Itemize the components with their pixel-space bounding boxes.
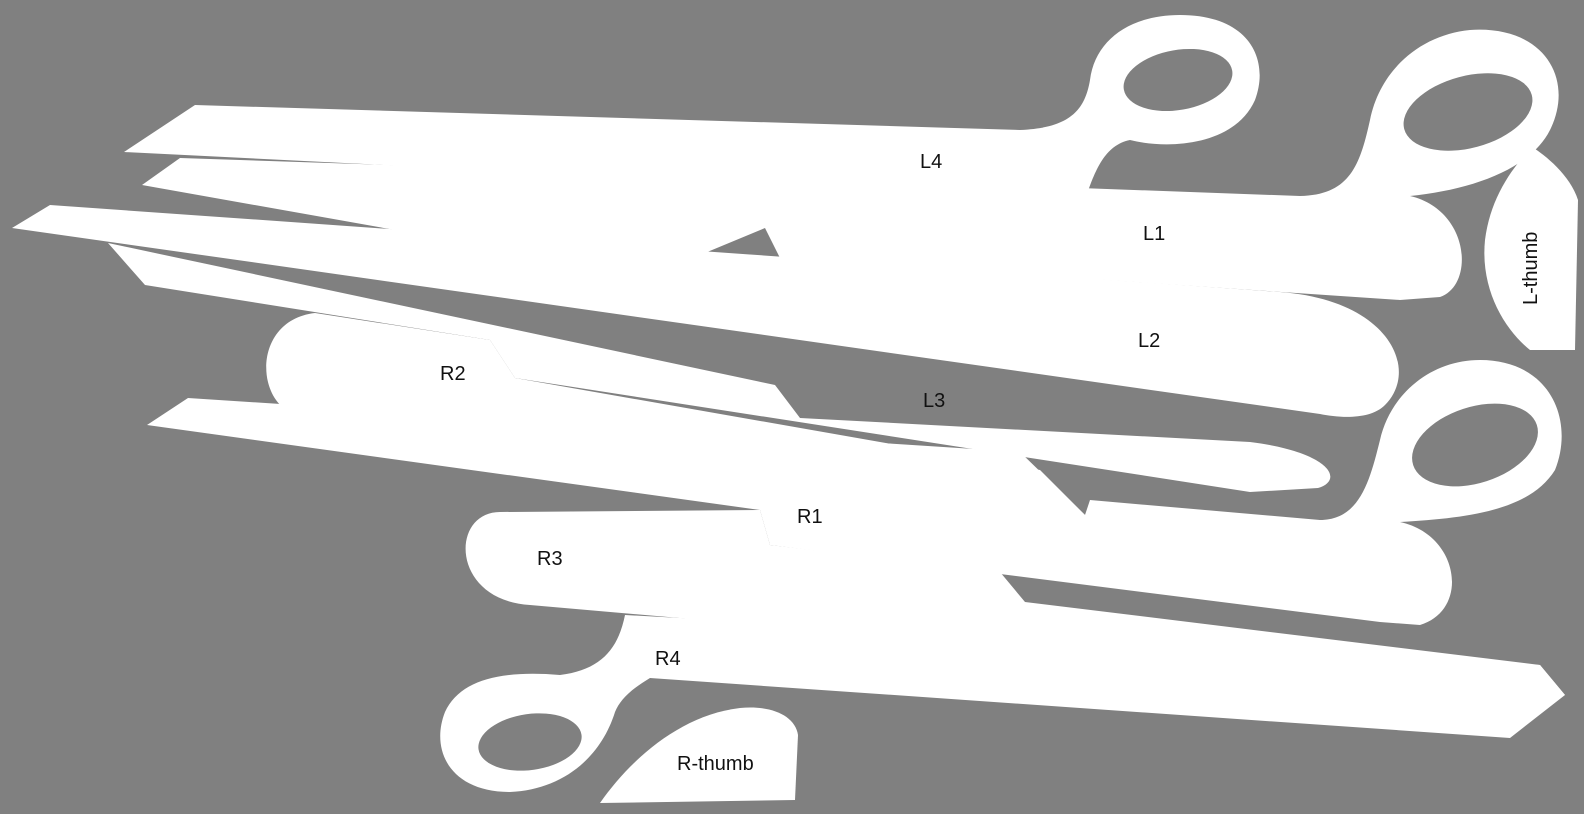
r1-ring-hole (1412, 403, 1538, 487)
label-r-thumb: R-thumb (677, 753, 754, 775)
r4-ring-hole (478, 713, 582, 771)
label-r1: R1 (797, 506, 823, 528)
label-r2: R2 (440, 363, 466, 385)
label-l2: L2 (1138, 330, 1160, 352)
piece-r1[interactable] (147, 360, 1562, 625)
l1-ring-hole (1403, 73, 1533, 151)
piece-l2[interactable] (12, 205, 1399, 417)
label-l1: L1 (1143, 223, 1165, 245)
piece-l4[interactable] (124, 15, 1260, 200)
piece-l-thumb[interactable] (1484, 147, 1578, 350)
label-r4: R4 (655, 648, 681, 670)
piece-l1[interactable] (142, 29, 1559, 301)
piece-r-thumb[interactable] (600, 707, 798, 803)
label-l4: L4 (920, 151, 942, 173)
l4-ring-hole (1123, 48, 1233, 112)
label-r3: R3 (537, 548, 563, 570)
piece-r3[interactable] (465, 510, 1565, 695)
piece-r4[interactable] (440, 615, 1565, 792)
piece-l3[interactable] (108, 243, 1331, 492)
label-l-thumb: L-thumb (1520, 232, 1542, 305)
label-l3: L3 (923, 390, 945, 412)
